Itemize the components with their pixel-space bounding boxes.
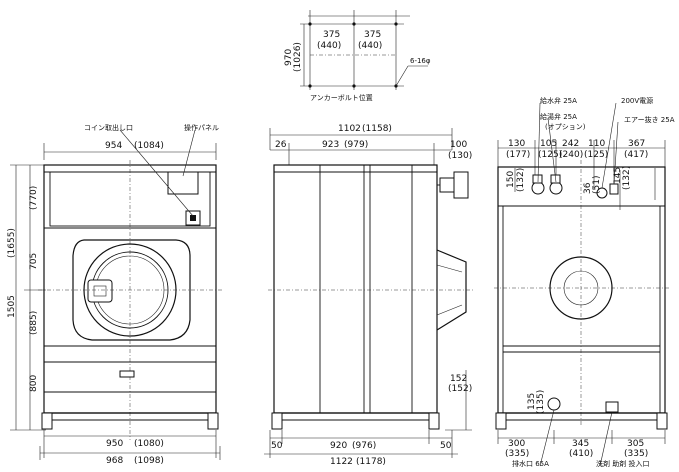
rear-label-detergent-inlet: 洗剤 助剤 投入口 (596, 459, 649, 468)
rear-dim-d3: 242 (562, 139, 579, 149)
front-dim-lower-height: 800 (29, 375, 39, 392)
rear-dim-d4-alt: (125) (584, 150, 608, 160)
side-dim-top-width-alt: (1158) (362, 124, 392, 134)
rear-dim-drain-height: 135 (527, 393, 537, 410)
front-label-control-panel: 操作パネル (184, 123, 219, 132)
rear-label-water-valve: 給水弁 25A (540, 96, 577, 105)
rear-dim-b1-alt: (335) (505, 449, 529, 459)
rear-dim-h1-alt: (132) (516, 168, 526, 192)
rear-dim-b1: 300 (508, 439, 525, 449)
anchor-dim-left-alt: (440) (317, 41, 341, 51)
front-dim-base-width: 950 (106, 439, 123, 449)
rear-dim-d5: 367 (628, 139, 645, 149)
rear-dim-drain-height-alt: (135) (536, 390, 546, 414)
side-dim-duct-height: 152 (450, 374, 467, 384)
front-dim-upper-height-alt: (770) (29, 186, 39, 210)
rear-dim-b2-alt: (410) (569, 449, 593, 459)
rear-dim-d2-alt: (125) (538, 150, 562, 160)
front-dim-total-height-alt: (1655) (7, 228, 17, 258)
side-dim-base-mid-alt: (976) (352, 441, 376, 451)
front-label-coin-outlet: コイン取出し口 (84, 123, 133, 132)
rear-dim-d1: 130 (508, 139, 525, 149)
side-dim-foot-width: 1122 (330, 457, 353, 467)
front-dim-top-width: 954 (105, 141, 122, 151)
side-dim-right-offset: 100 (450, 140, 467, 150)
rear-dim-h2-alt: (51) (592, 176, 602, 194)
rear-label-option: (オプション) (545, 123, 586, 131)
front-dim-lower-height-alt: (885) (29, 311, 39, 335)
anchor-bolt-plan (300, 10, 428, 90)
rear-dim-b3-alt: (335) (624, 449, 648, 459)
rear-dim-d3-alt: (240) (559, 150, 583, 160)
rear-dim-d1-alt: (177) (506, 150, 530, 160)
front-dim-top-width-alt: (1084) (134, 141, 164, 151)
rear-dim-d5-alt: (417) (624, 150, 648, 160)
rear-dim-h3-alt: (132) (622, 166, 632, 190)
anchor-bolt-note: 6-16φ (410, 57, 431, 65)
anchor-dim-depth-alt: (1026) (293, 42, 303, 72)
rear-label-drain: 排水口 65A (512, 459, 549, 468)
rear-dim-b2: 345 (572, 439, 589, 449)
anchor-bolt-caption: アンカーボルト位置 (310, 93, 373, 102)
front-dim-base-width-alt: (1080) (134, 439, 164, 449)
side-dim-left-offset: 26 (275, 140, 287, 150)
side-dim-base-mid: 920 (330, 441, 347, 451)
anchor-dim-depth: 970 (284, 49, 294, 66)
side-dim-right-offset-alt: (130) (448, 151, 472, 161)
side-dim-base-right: 50 (440, 441, 452, 451)
side-dim-base-left: 50 (271, 441, 283, 451)
rear-dim-b3: 305 (627, 439, 644, 449)
rear-view (494, 102, 670, 467)
rear-dim-d4: 110 (588, 139, 605, 149)
side-dim-duct-height-alt: (152) (448, 384, 472, 394)
side-dim-mid-width: 923 (322, 140, 339, 150)
side-dim-top-width: 1102 (338, 124, 361, 134)
anchor-dim-left: 375 (323, 30, 340, 40)
front-dim-foot-width: 968 (106, 456, 123, 466)
front-dim-foot-width-alt: (1098) (134, 456, 164, 466)
rear-dim-h2: 36 (583, 182, 593, 194)
rear-dim-h1: 150 (506, 171, 516, 188)
side-dim-foot-width-alt: (1178) (356, 457, 386, 467)
rear-label-power: 200V電源 (621, 96, 653, 105)
rear-dim-h3: 145 (613, 167, 623, 184)
rear-label-hot-water-valve: 給湯弁 25A (540, 112, 577, 121)
rear-label-air-vent: エアー抜き 25A (624, 115, 675, 124)
side-view (264, 128, 475, 458)
front-dim-total-height: 1505 (7, 295, 17, 318)
side-dim-mid-width-alt: (979) (344, 140, 368, 150)
anchor-dim-right: 375 (364, 30, 381, 40)
front-dim-upper-height: 705 (29, 253, 39, 270)
front-view (10, 129, 222, 460)
rear-dim-d2: 105 (540, 139, 557, 149)
anchor-dim-right-alt: (440) (358, 41, 382, 51)
